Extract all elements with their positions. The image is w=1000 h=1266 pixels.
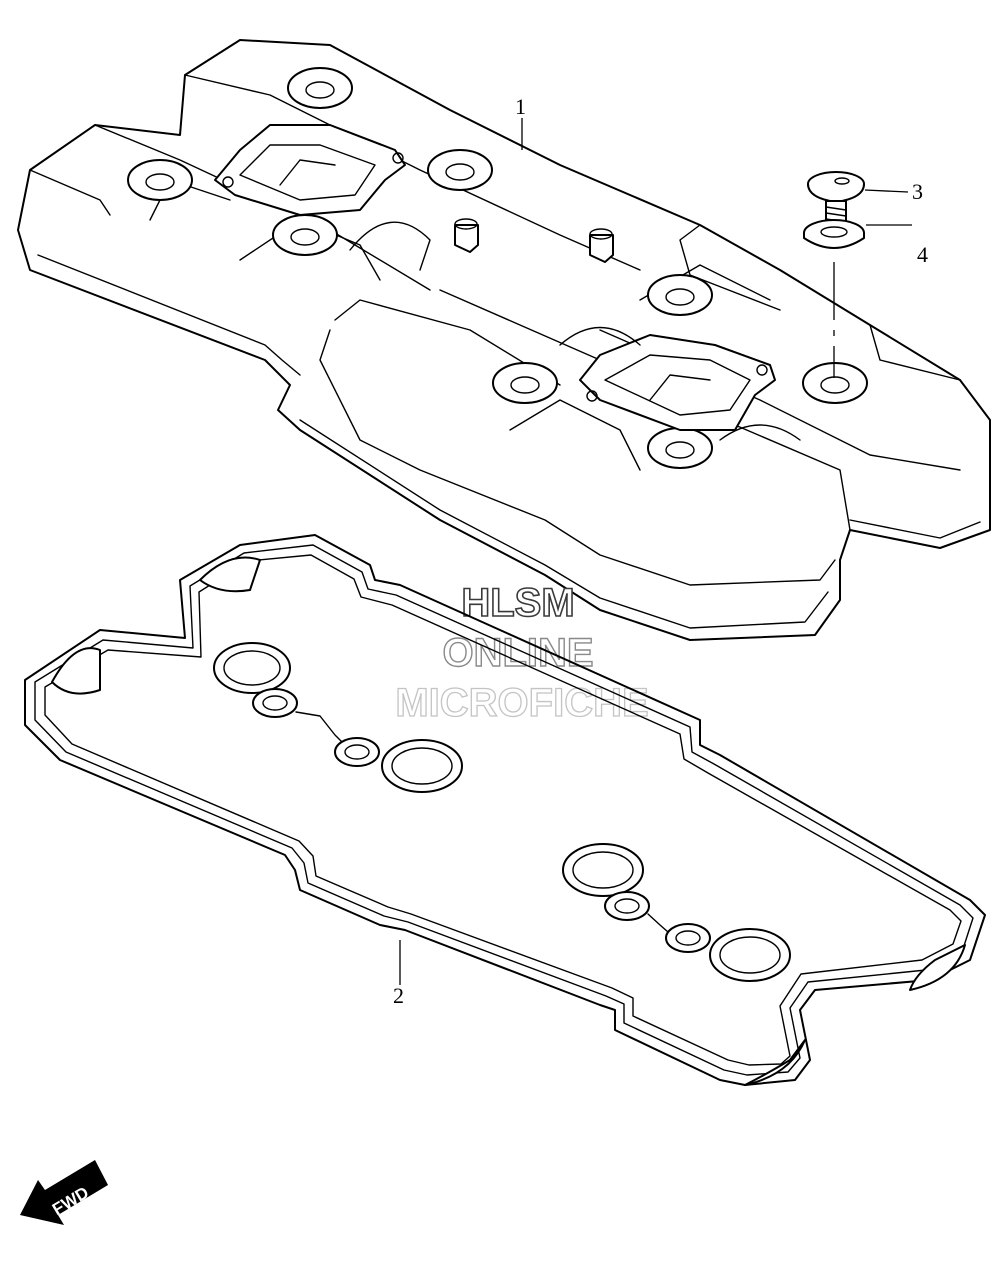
watermark-line-1: HLSM (461, 581, 574, 625)
fwd-arrow: FWD (20, 1160, 108, 1225)
cover-gasket[interactable] (24, 534, 986, 1086)
leader-line-3 (864, 189, 909, 193)
cover-breather-frame (214, 124, 776, 431)
washer[interactable] (803, 219, 865, 249)
callout-2[interactable]: 2 (393, 983, 404, 1008)
callout-4[interactable]: 4 (917, 242, 928, 267)
cover-bolt-boss (127, 67, 868, 469)
callout-3[interactable]: 3 (912, 179, 923, 204)
cylinder-head-cover[interactable] (17, 39, 991, 641)
watermark-line-3: MICROFICHE (395, 681, 648, 725)
callout-1[interactable]: 1 (515, 94, 526, 119)
